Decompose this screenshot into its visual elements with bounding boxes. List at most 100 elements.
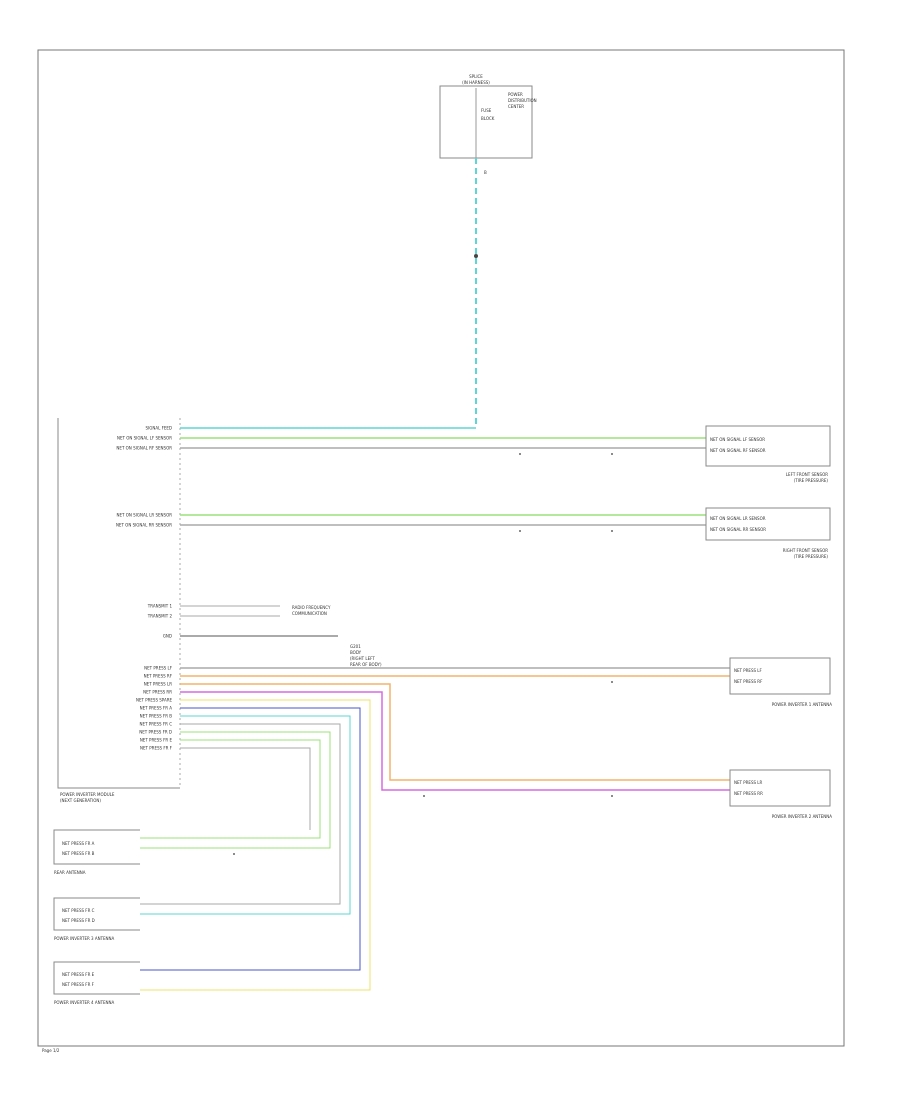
top-module-side-0: POWER xyxy=(508,92,523,97)
bottom-component-1[interactable]: NET PRESS FR C NET PRESS FR D POWER INVE… xyxy=(53,897,140,941)
main-pin-label-9: NET PRESS RF xyxy=(144,674,173,679)
wire-press-fr-f[interactable] xyxy=(180,747,311,830)
wire-press-fr-a[interactable] xyxy=(140,707,361,971)
main-module-subtitle: (NEXT GENERATION) xyxy=(60,798,101,803)
right-component-2[interactable]: NET PRESS LF NET PRESS RF POWER INVERTER… xyxy=(729,657,833,707)
bottom-component-1-label: POWER INVERTER 3 ANTENNA xyxy=(54,936,115,941)
main-pin-label-10: NET PRESS LR xyxy=(144,682,173,687)
main-pin-label-12: NET PRESS SPARE xyxy=(136,698,173,703)
main-pin-label-1: NET ON SIGNAL LF SENSOR xyxy=(117,436,172,441)
bottom-component-0[interactable]: NET PRESS FR A NET PRESS FR B REAR ANTEN… xyxy=(53,829,140,875)
right-component-2-pin-1: NET PRESS RF xyxy=(734,679,763,684)
main-pin-label-3: NET ON SIGNAL LR SENSOR xyxy=(117,513,173,518)
wire-press-spare[interactable] xyxy=(140,699,371,991)
bottom-component-0-label: REAR ANTENNA xyxy=(54,870,86,875)
wire-press-fr-c[interactable] xyxy=(140,723,341,905)
right-component-3-pin-1: NET PRESS RR xyxy=(734,791,763,796)
bottom-component-2-pin-1: NET PRESS FR F xyxy=(62,982,95,987)
main-pin-label-17: NET PRESS FR E xyxy=(140,738,173,743)
bottom-component-2-box xyxy=(53,961,140,995)
ground-note-1: BODY xyxy=(350,650,362,655)
right-component-1-pin-0: NET ON SIGNAL LR SENSOR xyxy=(710,516,766,521)
right-component-2-box xyxy=(729,657,831,695)
wire-press-rr[interactable] xyxy=(180,691,730,791)
main-pin-label-4: NET ON SIGNAL RR SENSOR xyxy=(116,523,172,528)
main-pin-label-2: NET ON SIGNAL RF SENSOR xyxy=(116,446,172,451)
bottom-component-0-box xyxy=(53,829,140,865)
main-pin-label-14: NET PRESS FR B xyxy=(140,714,173,719)
splice-point-5 xyxy=(611,795,613,797)
right-component-0-box xyxy=(705,425,831,467)
top-module-pin: B xyxy=(484,170,487,175)
splice-point-6 xyxy=(423,795,425,797)
feed-wire[interactable] xyxy=(474,158,478,428)
top-module-note-0: FUSE xyxy=(481,108,492,113)
main-pin-label-13: NET PRESS FR A xyxy=(140,706,173,711)
wires-layer xyxy=(140,427,730,991)
main-pin-label-5: TRANSMIT 1 xyxy=(147,604,173,609)
splice-point-1 xyxy=(611,453,613,455)
feed-splice-dot xyxy=(474,254,478,258)
top-module-side-1: DISTRIBUTION xyxy=(508,98,537,103)
right-component-1-label: RIGHT FRONT SENSOR xyxy=(783,548,828,553)
page-label: Page 1/2 xyxy=(42,1048,60,1053)
ground-note-2: (RIGHT LEFT xyxy=(350,656,375,661)
top-module-side-2: CENTER xyxy=(508,104,524,109)
wire-press-fr-b[interactable] xyxy=(140,715,351,915)
ground-note-0: G201 xyxy=(350,644,361,649)
right-component-2-pin-0: NET PRESS LF xyxy=(734,668,763,673)
splice-point-3 xyxy=(611,530,613,532)
main-module[interactable]: POWER INVERTER MODULE (NEXT GENERATION) xyxy=(57,418,181,803)
top-module-note-1: BLOCK xyxy=(481,116,495,121)
main-pin-label-6: TRANSMIT 2 xyxy=(147,614,173,619)
main-pin-label-8: NET PRESS LF xyxy=(144,666,173,671)
right-component-3[interactable]: NET PRESS LR NET PRESS RR POWER INVERTER… xyxy=(729,769,833,819)
wire-press-fr-d[interactable] xyxy=(140,731,331,849)
transmit-note-0: RADIO FREQUENCY xyxy=(292,605,331,610)
wire-press-lr[interactable] xyxy=(180,683,730,781)
right-component-3-label: POWER INVERTER 2 ANTENNA xyxy=(772,814,833,819)
top-module-subtitle: (IN HARNESS) xyxy=(462,80,490,85)
bottom-component-2-pin-0: NET PRESS FR E xyxy=(62,972,95,977)
right-component-0-pin-1: NET ON SIGNAL RF SENSOR xyxy=(710,448,766,453)
main-pin-label-16: NET PRESS FR D xyxy=(139,730,172,735)
transmit-note: RADIO FREQUENCY COMMUNICATION xyxy=(292,605,331,616)
bottom-component-1-pin-0: NET PRESS FR C xyxy=(62,908,95,913)
bottom-component-1-pin-1: NET PRESS FR D xyxy=(62,918,95,923)
bottom-component-2-label: POWER INVERTER 4 ANTENNA xyxy=(54,1000,115,1005)
right-component-0-label: LEFT FRONT SENSOR xyxy=(786,472,828,477)
bottom-component-0-pin-0: NET PRESS FR A xyxy=(62,841,95,846)
diagram-frame xyxy=(37,49,845,1047)
main-pin-label-7: GND xyxy=(163,634,172,639)
bottom-component-2[interactable]: NET PRESS FR E NET PRESS FR F POWER INVE… xyxy=(53,961,140,1005)
main-pin-label-0: SIGNAL FEED xyxy=(146,426,172,431)
right-component-3-pin-0: NET PRESS LR xyxy=(734,780,763,785)
top-module-box xyxy=(439,85,533,159)
main-module-pins: SIGNAL FEED NET ON SIGNAL LF SENSOR NET ON… xyxy=(116,426,173,751)
splice-point-2 xyxy=(519,530,521,532)
splice-point-4 xyxy=(611,681,613,683)
bottom-component-0-pin-1: NET PRESS FR B xyxy=(62,851,95,856)
right-component-0-sub: (TIRE PRESSURE) xyxy=(794,478,829,483)
right-component-0-pin-0: NET ON SIGNAL LF SENSOR xyxy=(710,437,765,442)
right-component-1-sub: (TIRE PRESSURE) xyxy=(794,554,829,559)
wire-press-fr-e[interactable] xyxy=(140,739,321,839)
right-component-3-box xyxy=(729,769,831,807)
top-module[interactable]: SPLICE (IN HARNESS) FUSE BLOCK POWER DIS… xyxy=(439,74,537,175)
bottom-component-1-box xyxy=(53,897,140,931)
top-module-name: SPLICE xyxy=(469,74,483,79)
splice-point-7 xyxy=(233,853,235,855)
transmit-note-1: COMMUNICATION xyxy=(292,611,327,616)
right-component-0[interactable]: NET ON SIGNAL LF SENSOR NET ON SIGNAL RF… xyxy=(705,425,831,483)
right-component-1[interactable]: NET ON SIGNAL LR SENSOR NET ON SIGNAL RR… xyxy=(705,507,831,559)
splice-point-0 xyxy=(519,453,521,455)
ground-note: G201 BODY (RIGHT LEFT REAR OF BODY) xyxy=(350,644,382,667)
right-component-2-label: POWER INVERTER 1 ANTENNA xyxy=(772,702,833,707)
main-pin-label-18: NET PRESS FR F xyxy=(140,746,173,751)
right-component-1-box xyxy=(705,507,831,541)
main-pin-label-15: NET PRESS FR C xyxy=(140,722,173,727)
main-module-name: POWER INVERTER MODULE xyxy=(60,792,115,797)
main-module-outline xyxy=(57,418,180,789)
